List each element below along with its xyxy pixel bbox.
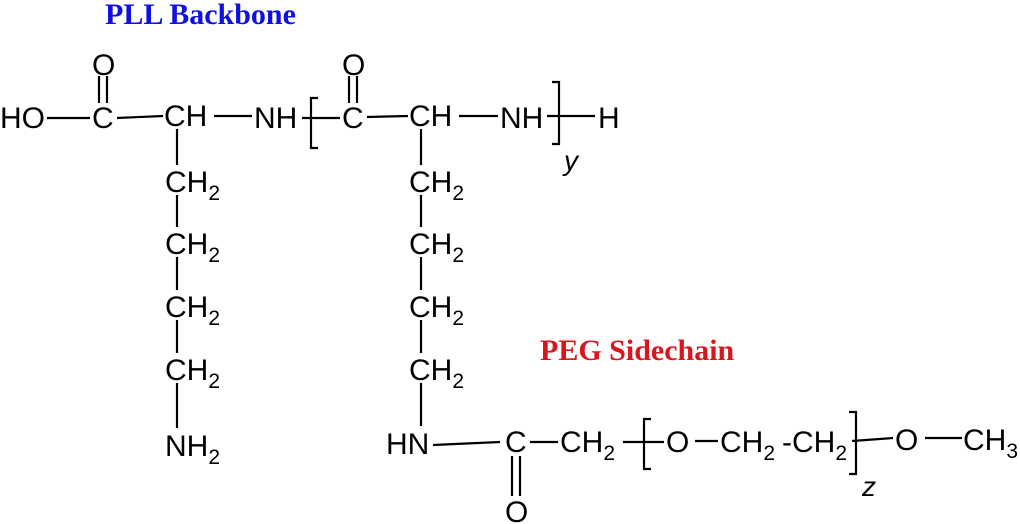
methylene-link: CH2 [560, 426, 615, 465]
left-ch2-2: CH2 [165, 228, 220, 267]
carbonyl-oxygen-1: O [92, 49, 115, 82]
alpha-carbon-2: CH [409, 100, 452, 133]
terminal-amine: NH2 [165, 430, 220, 469]
repeat-index-y: y [562, 145, 580, 176]
left-ch2-4: CH2 [165, 354, 220, 393]
carbonyl-carbon-1: C [92, 102, 114, 135]
right-ch2-1: CH2 [409, 166, 464, 205]
right-side-chain: CH2 CH2 CH2 CH2 [409, 129, 464, 426]
amide-hn: HN [386, 428, 429, 461]
terminal-ether-oxygen: O [895, 424, 918, 457]
peg-ether-oxygen: O [666, 426, 689, 459]
backbone-row: HO C O CH NH C O CH NH H y [0, 49, 620, 176]
peg-ch2-a: CH2 [720, 426, 775, 465]
peg-sidechain-row: HN C O CH2 O CH2 - CH2 z O CH3 [386, 410, 1018, 524]
terminal-methyl: CH3 [963, 424, 1018, 463]
amide-nh-2: NH [500, 102, 543, 135]
amide-nh-1: NH [254, 102, 297, 135]
pll-backbone-title: PLL Backbone [105, 0, 296, 31]
carbonyl-carbon-2: C [342, 102, 364, 135]
repeat-bracket-right-z [849, 410, 858, 476]
left-ch2-3: CH2 [165, 291, 220, 330]
peg-ch2-b: CH2 [792, 426, 847, 465]
right-ch2-2: CH2 [409, 228, 464, 267]
hydroxyl-atom: HO [0, 102, 45, 135]
carbonyl-carbon-3: C [505, 426, 527, 459]
right-ch2-3: CH2 [409, 291, 464, 330]
repeat-bracket-right-y [552, 80, 561, 146]
carbonyl-oxygen-2: O [342, 49, 365, 82]
repeat-bracket-left-y [309, 96, 318, 150]
peg-sidechain-title: PEG Sidechain [540, 334, 735, 367]
carbonyl-oxygen-3: O [505, 496, 528, 524]
repeat-bracket-left-z [642, 417, 651, 471]
peg-dash: - [782, 426, 792, 459]
left-ch2-1: CH2 [165, 166, 220, 205]
alpha-carbon-1: CH [164, 100, 207, 133]
right-ch2-4: CH2 [409, 354, 464, 393]
repeat-index-z: z [861, 471, 876, 502]
terminal-hydrogen: H [598, 102, 620, 135]
left-side-chain: CH2 CH2 CH2 CH2 NH2 [165, 129, 220, 469]
